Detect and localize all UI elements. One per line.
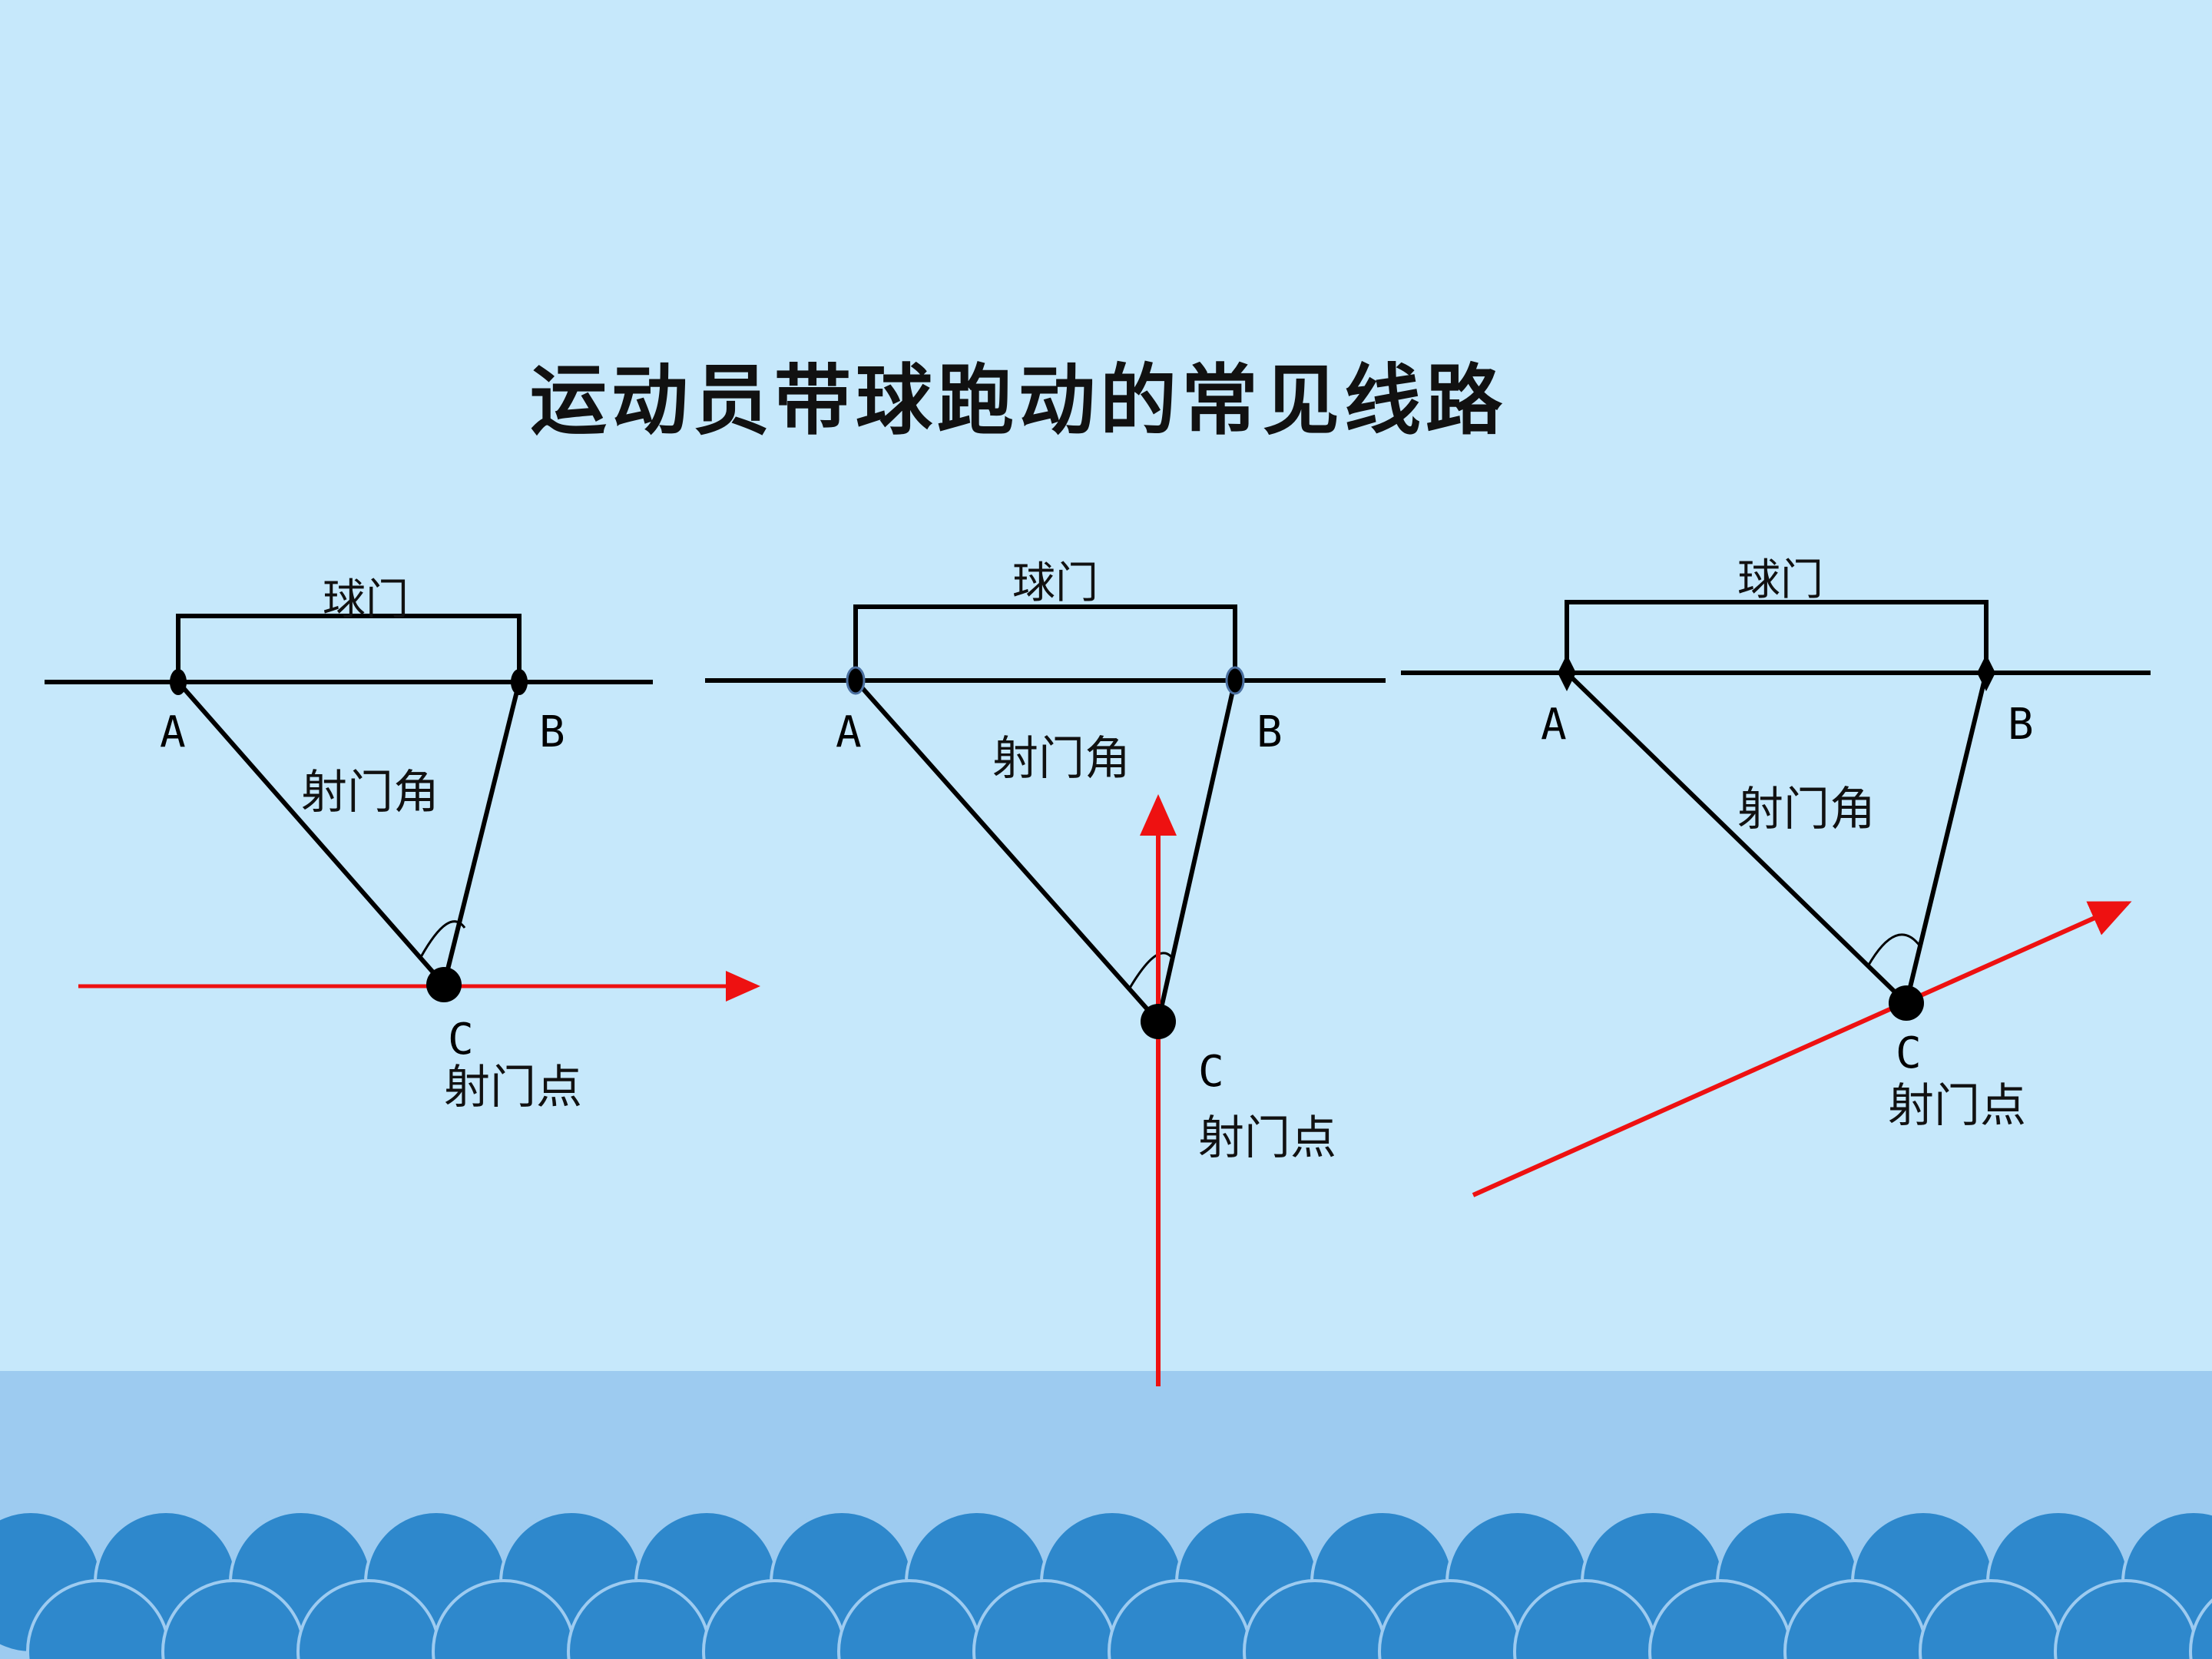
wave-scallop xyxy=(2189,1598,2212,1659)
point-b-label: B xyxy=(539,707,565,757)
angle-arc xyxy=(1128,952,1175,990)
point-c-label: C xyxy=(448,1015,474,1065)
point-b-marker xyxy=(511,669,528,695)
shot-point-label: 射门点 xyxy=(1198,1111,1336,1165)
angle-label: 射门角 xyxy=(301,766,439,820)
diagram-1: 球门 A B C 射门角 射门点 xyxy=(45,575,760,1114)
point-b-marker xyxy=(1225,666,1245,695)
point-a-label: A xyxy=(836,707,862,757)
point-c-marker xyxy=(426,967,462,1002)
point-a-marker xyxy=(170,669,187,695)
angle-label: 射门角 xyxy=(992,732,1131,786)
point-a-marker xyxy=(1558,654,1576,691)
point-c-marker xyxy=(1141,1004,1176,1039)
goal-frame xyxy=(1565,600,1988,673)
point-c-label: C xyxy=(1198,1047,1224,1097)
wave-decoration xyxy=(0,1510,2212,1659)
shot-point-label: 射门点 xyxy=(1888,1079,2026,1133)
side-bc xyxy=(442,681,522,985)
point-b-label: B xyxy=(1257,707,1283,757)
point-c-label: C xyxy=(1896,1028,1922,1078)
point-b-marker xyxy=(1977,654,1995,691)
point-a-label: A xyxy=(160,707,186,757)
angle-arc xyxy=(419,920,466,958)
side-ac xyxy=(853,679,1161,1023)
goal-label: 球门 xyxy=(323,575,409,625)
slide-title: 运动员带球跑动的常见线路 xyxy=(530,355,1507,445)
goal-frame xyxy=(853,604,1237,680)
side-ac xyxy=(176,680,446,986)
side-bc xyxy=(1904,672,1988,1004)
point-c-marker xyxy=(1889,985,1924,1021)
point-b-label: B xyxy=(2008,700,2034,750)
run-path xyxy=(1472,901,2132,1197)
point-a-label: A xyxy=(1541,700,1567,750)
side-bc xyxy=(1156,680,1237,1022)
goal-label: 球门 xyxy=(1012,558,1098,608)
diagram-3: 球门 A B C 射门角 射门点 xyxy=(1401,555,2151,1197)
goal-label: 球门 xyxy=(1737,555,1823,605)
shot-point-label: 射门点 xyxy=(444,1061,582,1114)
angle-arc xyxy=(1866,933,1922,967)
diagram-2: 球门 A B C 射门角 射门点 xyxy=(705,558,1386,1386)
side-ac xyxy=(1565,671,1909,1005)
goal-frame xyxy=(176,614,522,682)
point-a-marker xyxy=(846,666,866,695)
angle-label: 射门角 xyxy=(1737,783,1876,836)
